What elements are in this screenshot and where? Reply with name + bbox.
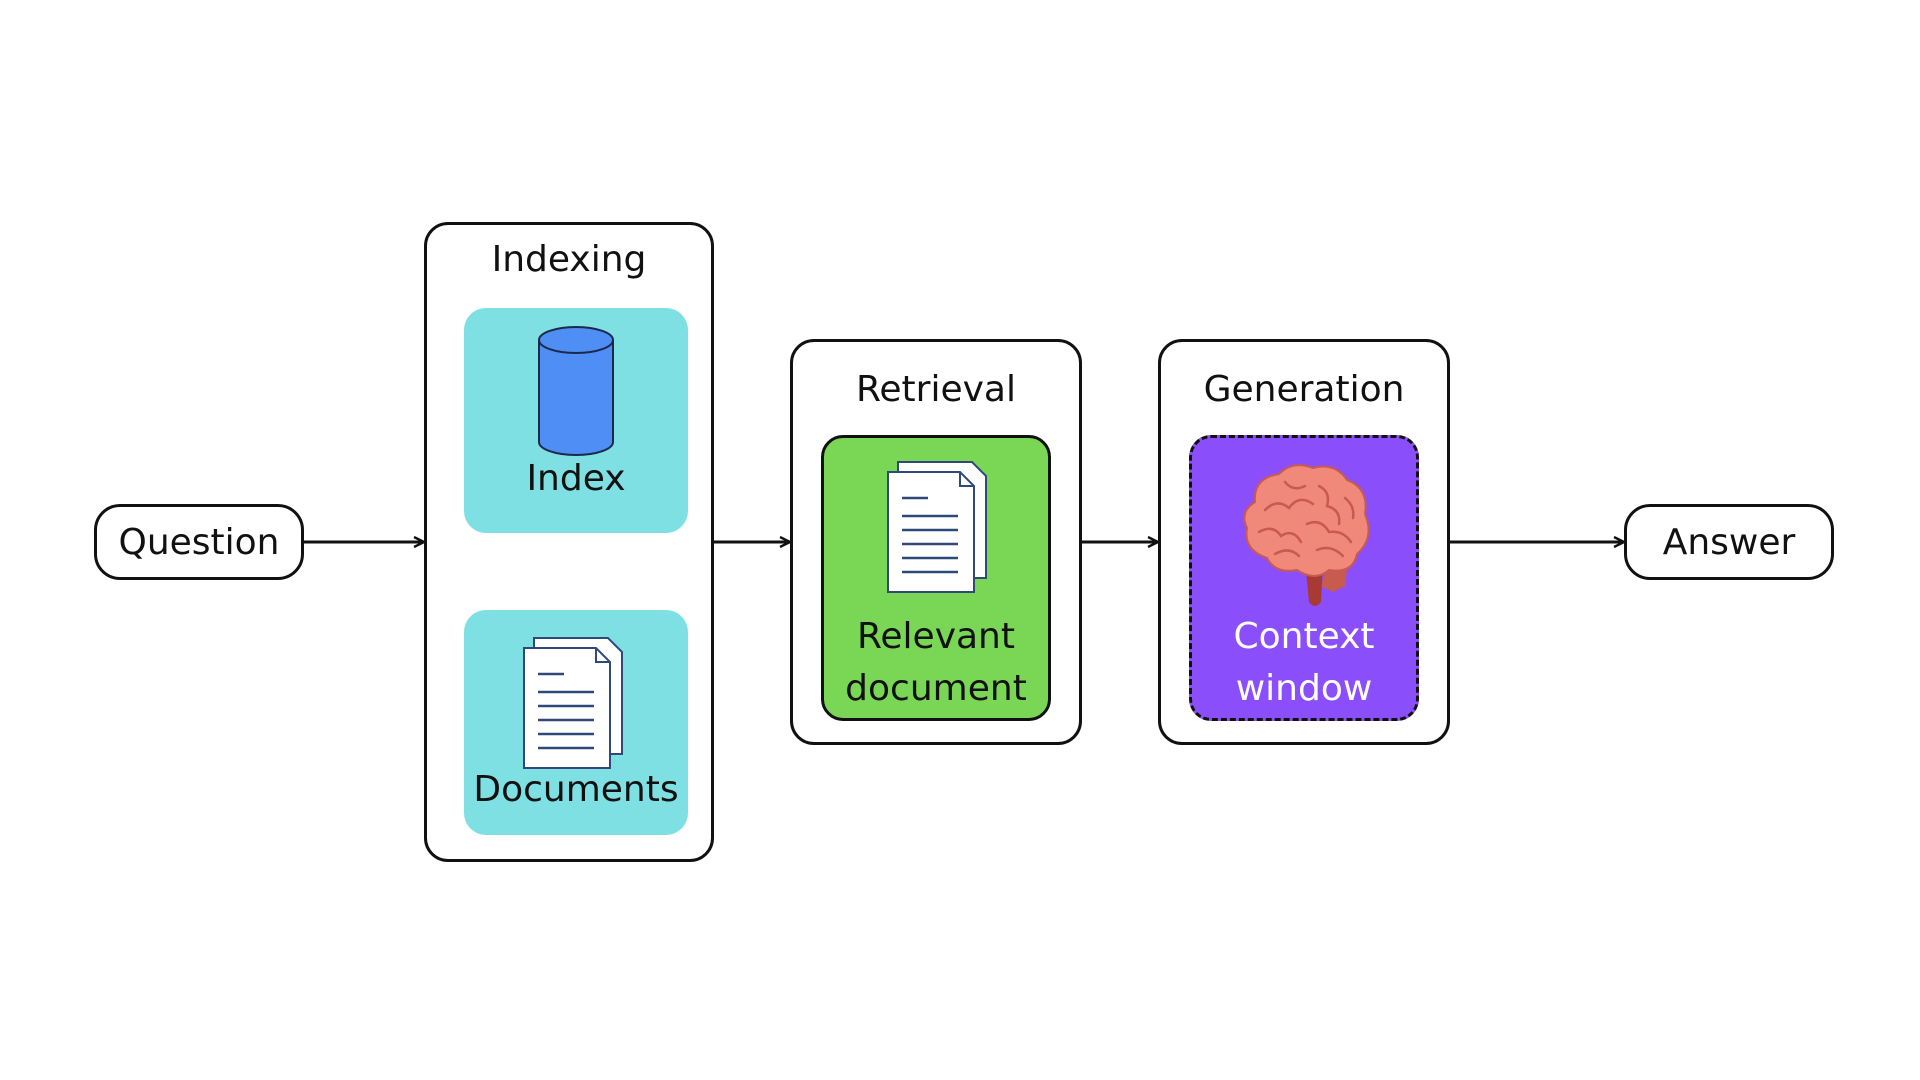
database-icon	[538, 326, 614, 456]
indexing-stage: Indexing Index Documents	[424, 222, 714, 862]
index-label: Index	[526, 458, 626, 499]
generation-stage: Generation Context window	[1158, 339, 1450, 745]
question-node: Question	[94, 504, 304, 580]
brain-icon	[1243, 464, 1370, 606]
question-label: Question	[118, 521, 280, 563]
relevant-document-tile: Relevant document	[821, 435, 1051, 721]
generation-title: Generation	[1203, 369, 1405, 410]
context-window-tile: Context window	[1189, 435, 1419, 721]
context-label-line2: window	[1235, 668, 1373, 709]
document-icon	[887, 461, 987, 593]
documents-tile: Documents	[464, 610, 688, 835]
documents-label: Documents	[473, 769, 679, 810]
relevant-label-line1: Relevant	[857, 616, 1015, 657]
context-label-line1: Context	[1233, 616, 1375, 657]
index-tile: Index	[464, 308, 688, 533]
indexing-title: Indexing	[491, 239, 647, 280]
answer-node: Answer	[1624, 504, 1834, 580]
retrieval-title: Retrieval	[856, 369, 1016, 410]
relevant-label-line2: document	[845, 668, 1027, 709]
documents-icon	[523, 637, 623, 769]
answer-label: Answer	[1662, 521, 1796, 563]
retrieval-stage: Retrieval Relevant document	[790, 339, 1082, 745]
